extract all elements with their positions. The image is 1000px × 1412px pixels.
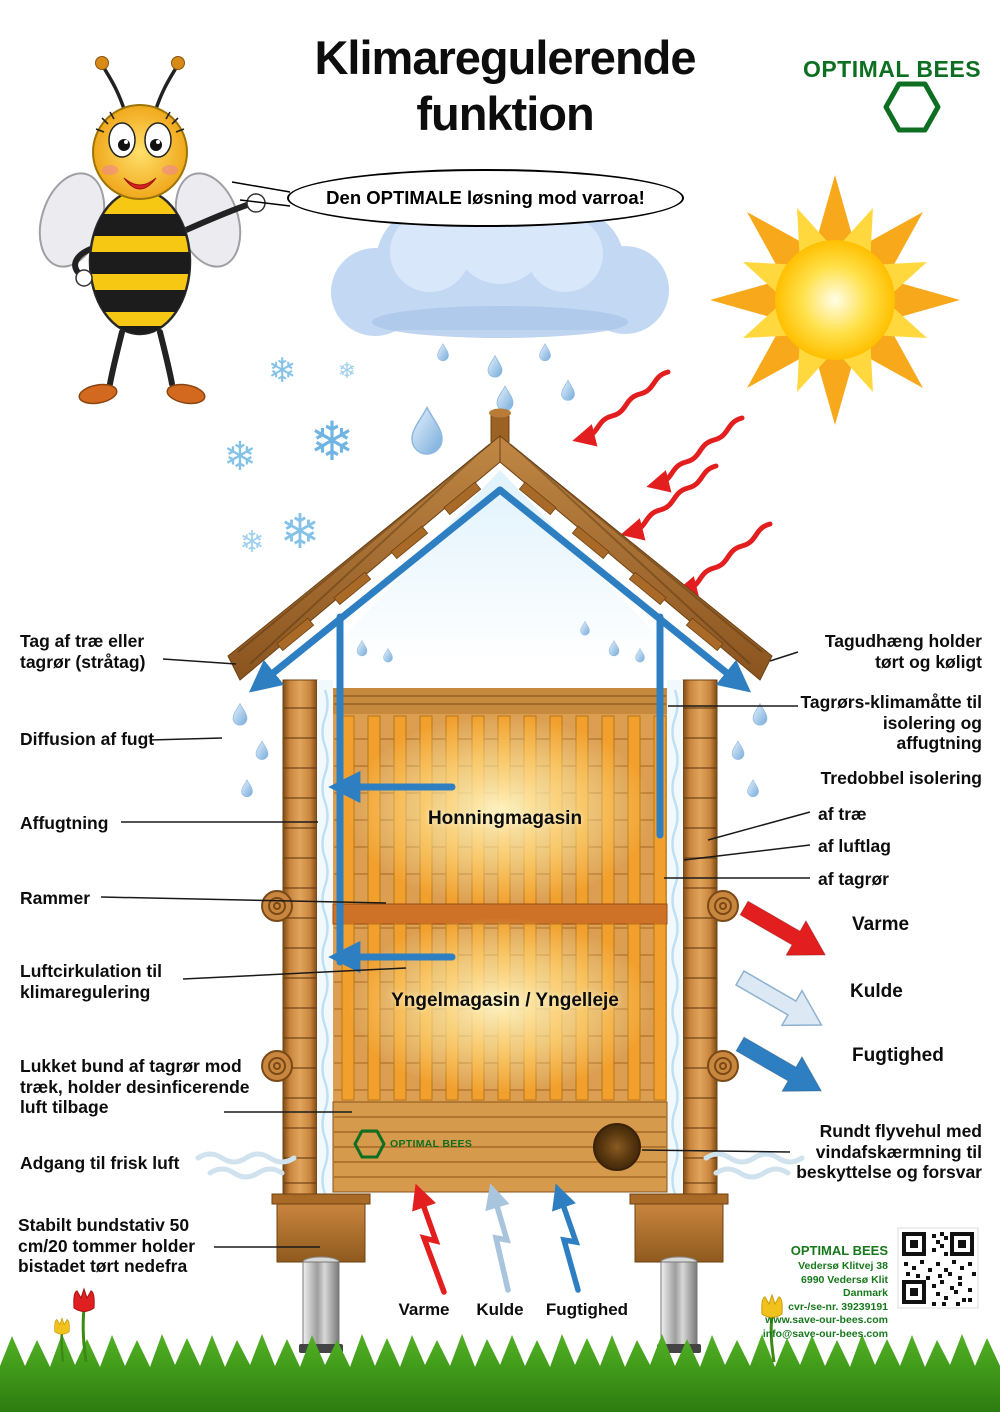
label-insulation-wood: af træ (818, 804, 867, 824)
label-climate-mat: Tagrørs-klimamåtte til isolering og affu… (800, 692, 982, 754)
contact-country: Danmark (843, 1287, 888, 1300)
air-gaps (317, 680, 683, 1195)
brand-name: OPTIMAL BEES (802, 56, 982, 82)
contact-website: www.save-our-bees.com (765, 1314, 888, 1327)
contact-name: OPTIMAL BEES (790, 1243, 888, 1258)
fresh-air-waves-icon (195, 1151, 805, 1180)
hive-stand (271, 1193, 729, 1353)
air-circulation-arrows (248, 486, 752, 974)
label-honey-super: Honningmagasin (427, 808, 583, 829)
flower-icon (54, 1287, 95, 1363)
label-fresh-air: Adgang til frisk luft (20, 1153, 180, 1173)
moisture-zigzag-icon (552, 1183, 581, 1293)
label-insulation-reed: af tagrør (818, 869, 889, 889)
label-entrance: Rundt flyvehul med vindafskærmning til b… (796, 1121, 982, 1183)
legend-moisture: Fugtighed (852, 1045, 944, 1066)
bottom-legend-heat: Varme (398, 1300, 450, 1319)
label-dehumidification: Affugtning (20, 813, 109, 833)
hive-logo-text: OPTIMAL BEES (390, 1138, 473, 1150)
label-frames: Rammer (20, 888, 91, 908)
label-air-circulation: Luftcirkulation til klimaregulering (20, 961, 162, 1002)
sun-icon (710, 175, 960, 425)
legend-heat: Varme (852, 914, 910, 935)
bottom-flow-arrows (412, 1183, 581, 1295)
roof-air-space (320, 470, 682, 662)
roof (227, 434, 773, 681)
speech-bubble: Den OPTIMALE løsning mod varroa! (287, 169, 684, 227)
snowflake-icon: ❄ (268, 351, 297, 391)
label-roof-material: Tag af træ eller tagrør (stråtag) (20, 631, 146, 672)
label-roof-overhang: Tagudhæng holder tørt og køligt (824, 631, 982, 672)
cold-arrow-icon (734, 970, 823, 1027)
snowflake-icon: ❄ (309, 410, 354, 473)
label-triple-insulation: Tredobbel isolering (820, 768, 982, 788)
bottom-legend-cold: Kulde (476, 1300, 524, 1319)
snowflake-icon: ❄ (239, 525, 264, 560)
heat-rays-icon (572, 369, 773, 599)
legend-cold: Kulde (850, 981, 903, 1002)
grass (0, 1334, 1000, 1412)
qr-code (897, 1227, 979, 1309)
snowflake-icon: ❄ (338, 359, 356, 384)
cold-zigzag-icon (485, 1183, 511, 1293)
snowflake-icons: ❄ ❄ ❄ ❄ ❄ ❄ (223, 351, 356, 560)
heat-arrow-icon (739, 900, 827, 956)
label-moisture-diffusion: Diffusion af fugt (20, 729, 155, 749)
contact-city: 6990 Vedersø Klit (801, 1273, 888, 1286)
bottom-legend-moisture: Fugtighed (545, 1300, 629, 1319)
hive-logo-hexagon-icon (353, 1129, 386, 1159)
moisture-arrow-icon (735, 1036, 823, 1092)
snowflake-icon: ❄ (280, 504, 320, 560)
contact-vat: cvr-/se-nr. 39239191 (788, 1300, 888, 1313)
contact-block: OPTIMAL BEES Vedersø Klitvej 38 6990 Ved… (698, 1243, 888, 1342)
reed-climate-mat (333, 688, 667, 714)
walls (261, 679, 739, 1195)
bee-mascot (38, 56, 291, 405)
hive-cross-section (227, 408, 773, 1195)
entrance-hole (593, 1123, 641, 1171)
page-title: Klimaregulerende funktion (314, 31, 696, 141)
rain-cloud-icon (331, 185, 669, 338)
label-insulation-airlayer: af luftlag (818, 836, 891, 856)
snowflake-icon: ❄ (223, 434, 257, 480)
label-brood-chamber: Yngelmagasin / Yngelleje (391, 990, 619, 1011)
brand-hexagon-icon (883, 81, 941, 133)
log-ends (261, 890, 739, 1082)
contact-street: Vedersø Klitvej 38 (798, 1259, 888, 1272)
contact-email: info@save-our-bees.com (762, 1328, 888, 1341)
flower-icon (761, 1293, 783, 1363)
label-closed-bottom: Lukket bund af tagrør mod træk, holder d… (20, 1056, 250, 1118)
hive-interior (332, 688, 668, 1193)
pointer-lines (100, 651, 811, 1248)
label-stand: Stabilt bundstativ 50 cm/20 tommer holde… (18, 1215, 195, 1277)
heat-zigzag-icon (412, 1183, 447, 1295)
